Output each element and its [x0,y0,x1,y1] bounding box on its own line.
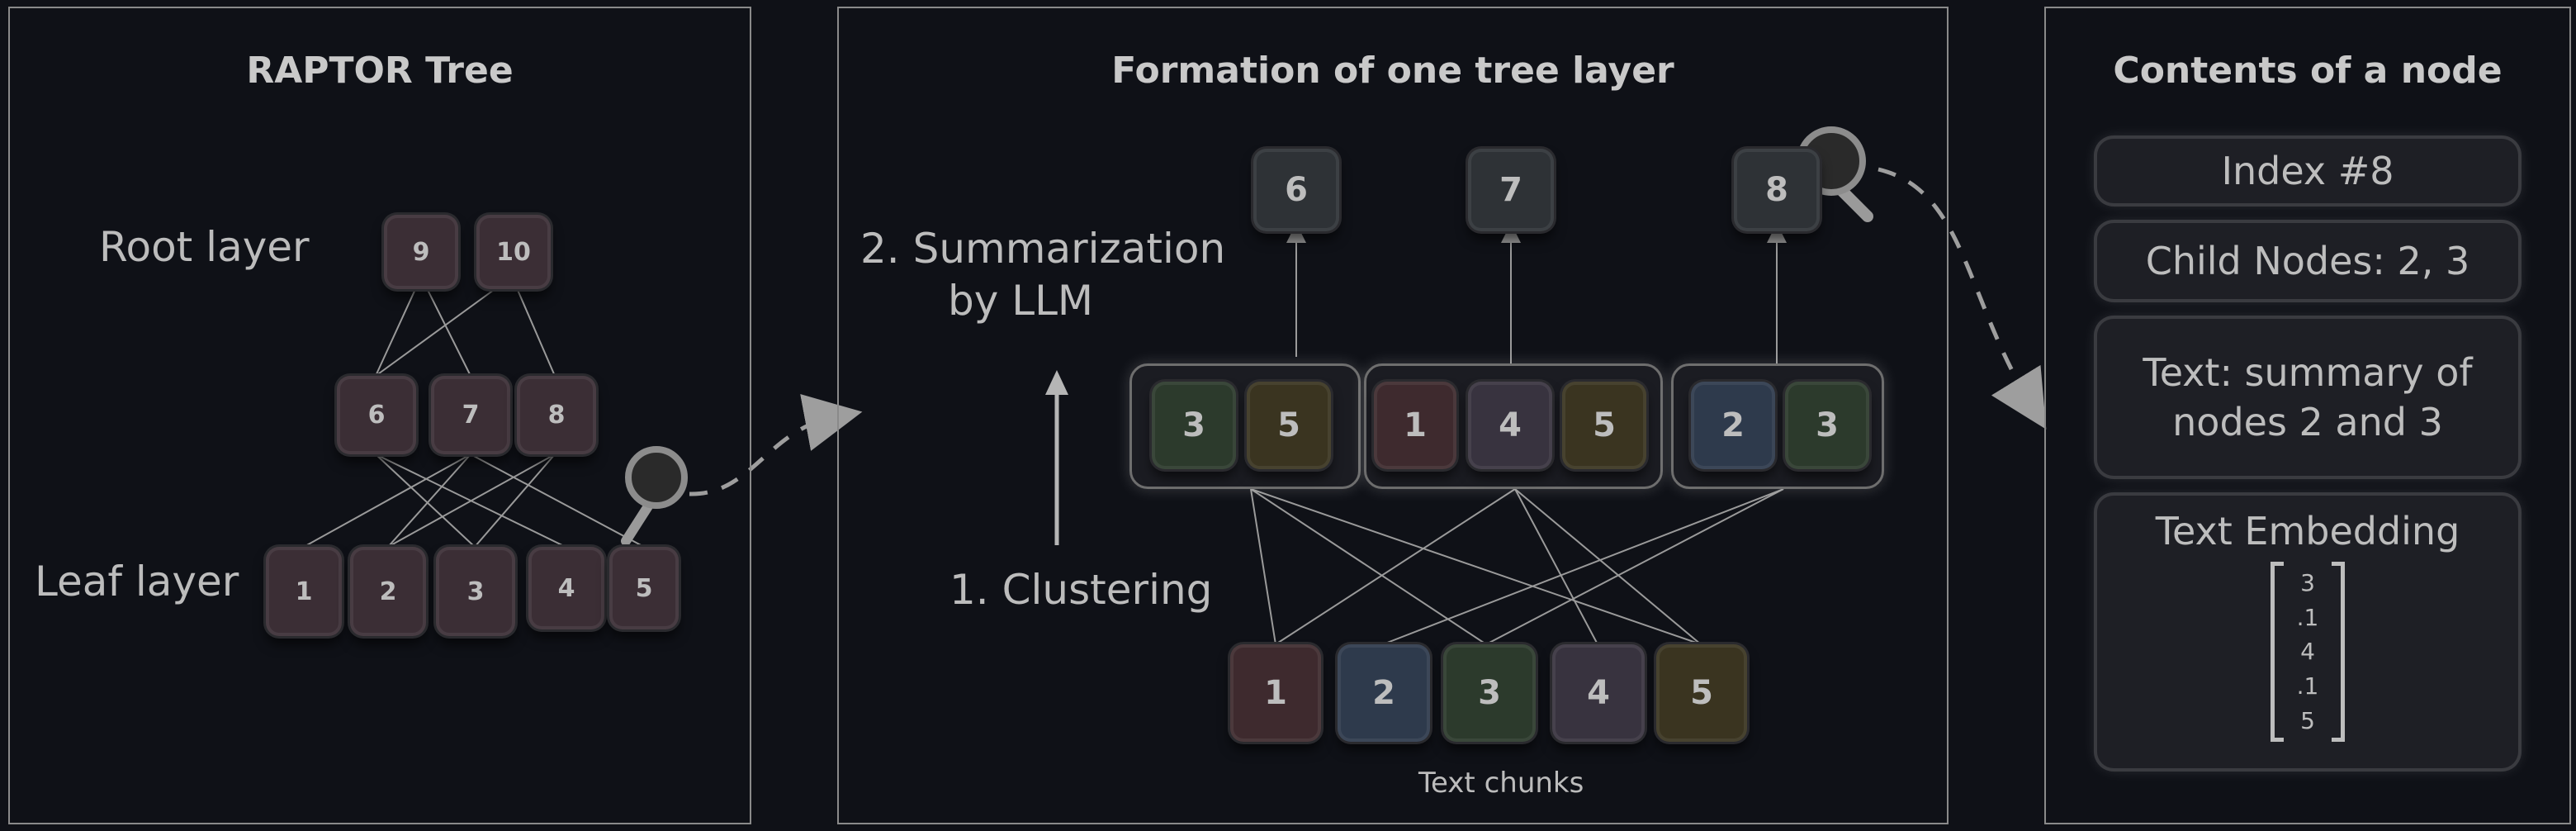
root-layer-label: Root layer [99,223,310,271]
parent-node-7: 7 [1468,149,1554,231]
leaf-node-1: 1 [266,547,342,636]
parent-node-6: 6 [1253,149,1339,231]
embedding-card: Text Embedding 3 .1 4 .1 5 [2097,496,2518,768]
cluster-a-node-5: 5 [1247,382,1331,469]
tree-node-9: 9 [384,215,458,289]
embedding-title: Text Embedding [2155,509,2460,553]
embedding-value: 4 [2300,638,2315,666]
magnifier-icon-left [621,446,688,546]
cluster-a-node-3: 3 [1152,382,1236,469]
cluster-b-node-1: 1 [1374,382,1456,469]
leaf-node-5: 5 [609,547,679,629]
summarization-label-line2: by LLM [948,277,1094,325]
parent-node-8: 8 [1734,149,1820,231]
text-line-1: Text: summary of [2143,350,2473,395]
leaf-node-3: 3 [436,547,515,636]
tree-node-6: 6 [337,376,416,454]
leaf-node-4: 4 [528,547,604,629]
leaf-layer-label: Leaf layer [35,558,239,605]
child-nodes-card: Child Nodes: 2, 3 [2097,223,2518,299]
embedding-vector: 3 .1 4 .1 5 [2271,562,2345,742]
embedding-value: .1 [2296,672,2319,700]
leaf-node-2: 2 [350,547,426,636]
index-card: Index #8 [2097,139,2518,203]
embedding-value: 3 [2300,568,2315,596]
text-chunks-label: Text chunks [1418,767,1584,800]
summarization-label-line1: 2. Summarization [860,225,1226,273]
chunk-node-2: 2 [1338,644,1430,742]
chunk-node-1: 1 [1230,644,1321,742]
clustering-label: 1. Clustering [949,566,1213,614]
embedding-value: 5 [2300,707,2315,735]
raptor-tree-panel: RAPTOR Tree [8,7,751,824]
chunk-node-5: 5 [1656,644,1747,742]
tree-node-10: 10 [476,215,551,289]
cluster-c-node-3: 3 [1785,382,1869,469]
cluster-c-node-2: 2 [1691,382,1775,469]
node-contents-panel: Contents of a node [2044,7,2571,824]
formation-panel: Formation of one tree layer [837,7,1949,824]
chunk-node-3: 3 [1443,644,1536,742]
cluster-b-node-4: 4 [1468,382,1552,469]
cluster-b-node-5: 5 [1562,382,1646,469]
chunk-node-4: 4 [1552,644,1645,742]
panel-title: RAPTOR Tree [246,50,514,92]
panel-title: Formation of one tree layer [1111,50,1674,92]
embedding-value: .1 [2296,603,2319,631]
tree-node-7: 7 [431,376,510,454]
text-line-2: nodes 2 and 3 [2172,400,2443,444]
tree-node-8: 8 [517,376,596,454]
text-card: Text: summary of nodes 2 and 3 [2097,319,2518,476]
panel-title: Contents of a node [2113,50,2503,92]
